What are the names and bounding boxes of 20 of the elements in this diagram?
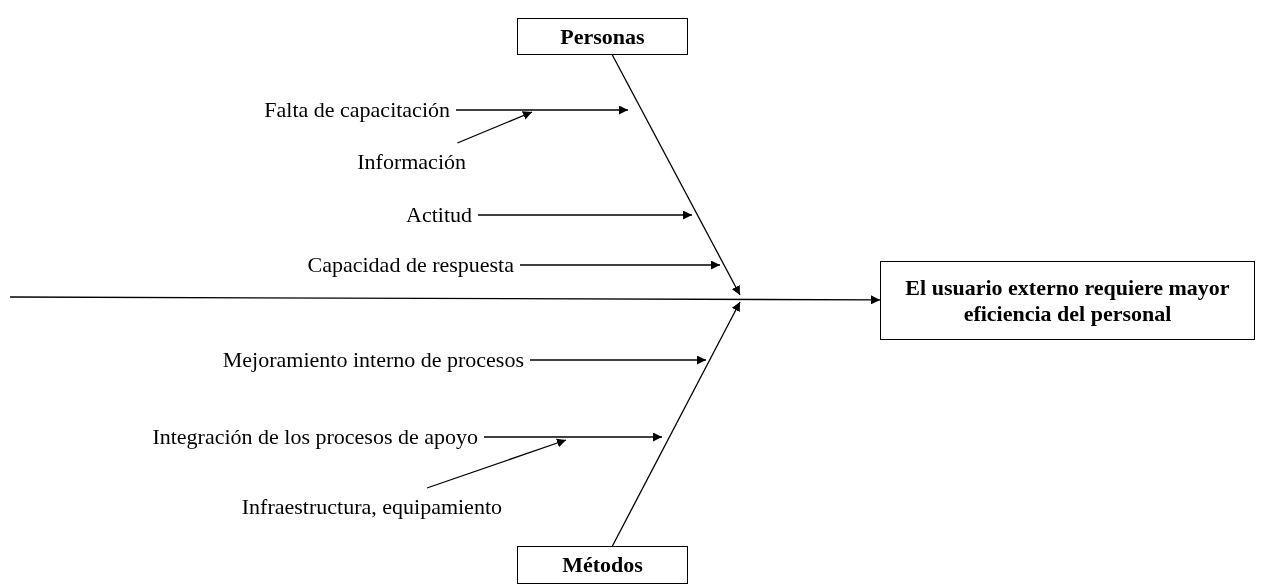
arrow (456, 111, 533, 144)
arrow (455, 105, 629, 115)
cause-text: Información (357, 149, 466, 175)
cause-text: Integración de los procesos de apoyo (152, 424, 478, 450)
cause-text: Capacidad de respuesta (307, 252, 514, 278)
arrow (483, 432, 663, 442)
arrow (519, 260, 721, 270)
effect-box: El usuario externo requiere mayor eficiencia del personal (880, 261, 1255, 340)
cause-text: Infraestructura, equipamiento (241, 494, 502, 520)
arrow (426, 438, 567, 489)
arrow (611, 54, 741, 296)
cause-text: Mejoramiento interno de procesos (222, 347, 524, 373)
category-box: Personas (517, 18, 688, 55)
arrow (611, 301, 741, 547)
arrow (9, 295, 881, 305)
arrow (477, 210, 693, 220)
category-box: Métodos (517, 546, 688, 584)
arrow (529, 355, 707, 365)
cause-text: Falta de capacitación (264, 97, 450, 123)
cause-text: Actitud (406, 202, 472, 228)
